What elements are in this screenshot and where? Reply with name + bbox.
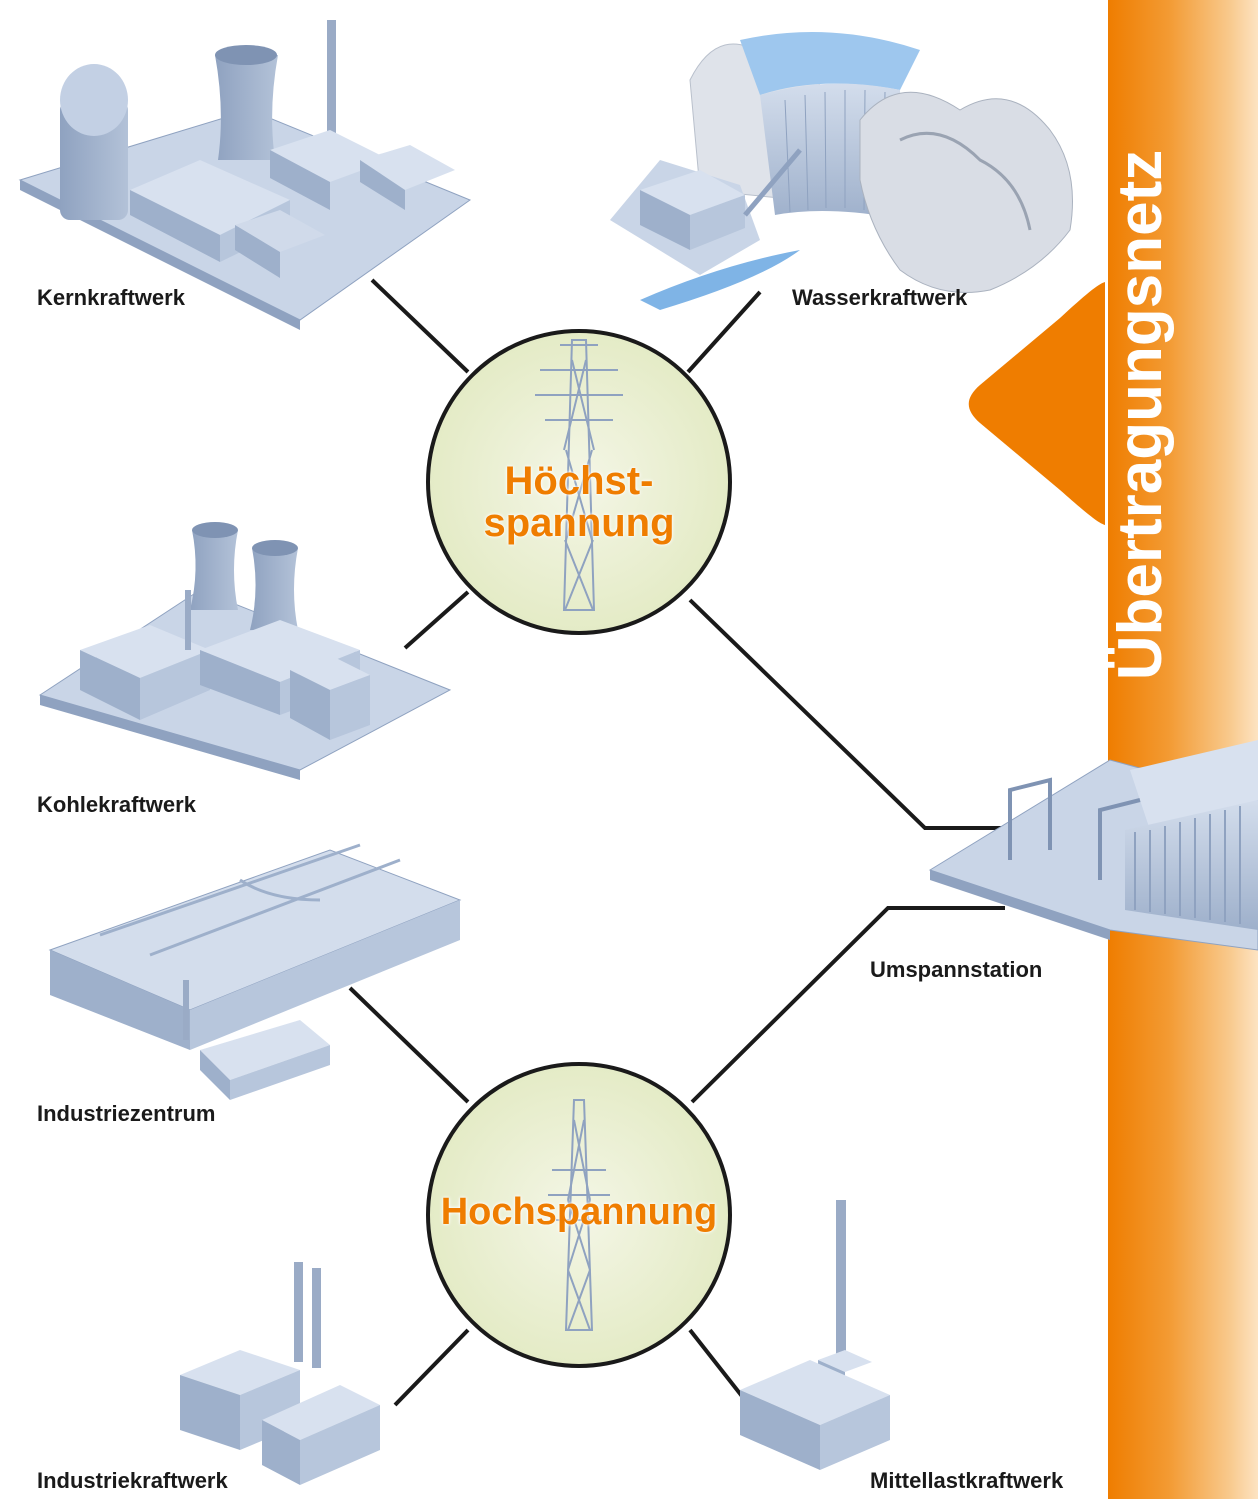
- industrial-plant-illustration: [180, 1262, 380, 1485]
- hub-label-line-1: Höchst-: [504, 459, 654, 503]
- mid-load-plant-illustration: [740, 1200, 890, 1470]
- line-nuclear: [370, 278, 470, 374]
- line-industrial-center: [348, 986, 470, 1104]
- label-coal: Kohlekraftwerk: [37, 792, 196, 817]
- label-industrial-plant: Industriekraftwerk: [37, 1468, 228, 1493]
- label-hydro: Wasserkraftwerk: [792, 285, 968, 310]
- hub-label-high-voltage: Hochspannung: [440, 1191, 718, 1233]
- line-substation-low: [690, 906, 1005, 1104]
- connection-lines: [348, 278, 1005, 1407]
- arrow-left-icon: [968, 282, 1105, 525]
- pylon-icon: [535, 339, 623, 611]
- substation-illustration: [928, 740, 1258, 951]
- hydro-plant-illustration: [610, 32, 1073, 310]
- label-nuclear: Kernkraftwerk: [37, 285, 185, 310]
- line-coal: [403, 590, 470, 650]
- coal-plant-illustration: [38, 522, 452, 780]
- label-industrial-center: Industriezentrum: [37, 1101, 216, 1126]
- line-hydro: [686, 290, 762, 374]
- line-substation-high: [688, 598, 1005, 830]
- hub-label-extra-high-voltage: Höchst- spannung: [468, 460, 690, 544]
- hub-high-voltage: [426, 1062, 732, 1368]
- label-mid-load-plant: Mittellastkraftwerk: [870, 1468, 1064, 1493]
- hub-label-line-2: spannung: [483, 501, 675, 545]
- hub-extra-high-voltage: [426, 329, 732, 635]
- label-substation: Umspannstation: [870, 957, 1043, 982]
- nuclear-plant-illustration: [18, 20, 472, 330]
- line-industrial-plant: [393, 1328, 470, 1407]
- industrial-center-illustration: [48, 843, 462, 1100]
- line-mid-load: [688, 1328, 747, 1402]
- pylon-icon: [548, 1099, 610, 1331]
